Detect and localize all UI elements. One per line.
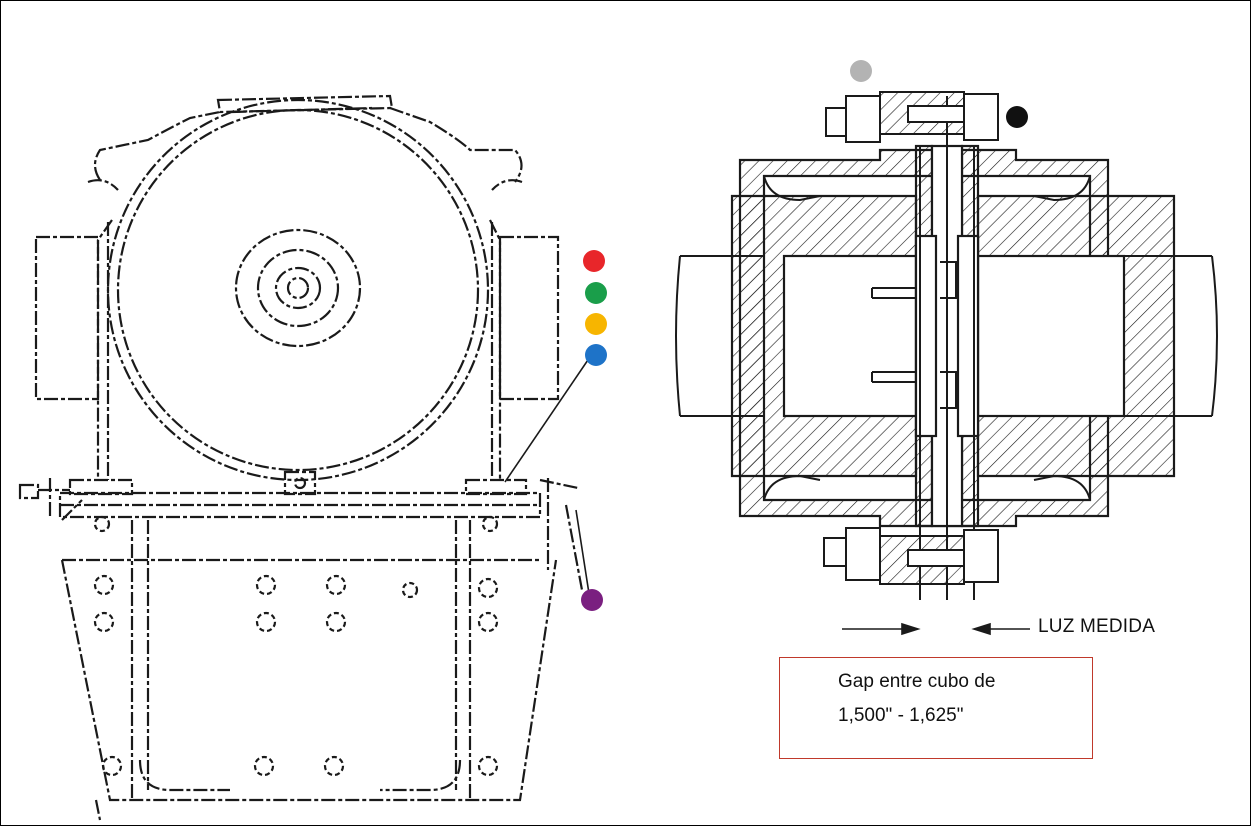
gap-callout-box: Gap entre cubo de 1,500" - 1,625" xyxy=(779,657,1093,759)
red-marker xyxy=(583,250,605,272)
gray-marker xyxy=(850,60,872,82)
black-marker xyxy=(1006,106,1028,128)
blue-marker xyxy=(585,344,607,366)
callout-line-1: Gap entre cubo de xyxy=(838,671,996,692)
callout-line-2: 1,500" - 1,625" xyxy=(838,705,964,726)
green-marker xyxy=(585,282,607,304)
purple-marker xyxy=(581,589,603,611)
yellow-marker xyxy=(585,313,607,335)
gap-label: LUZ MEDIDA xyxy=(1038,616,1156,637)
